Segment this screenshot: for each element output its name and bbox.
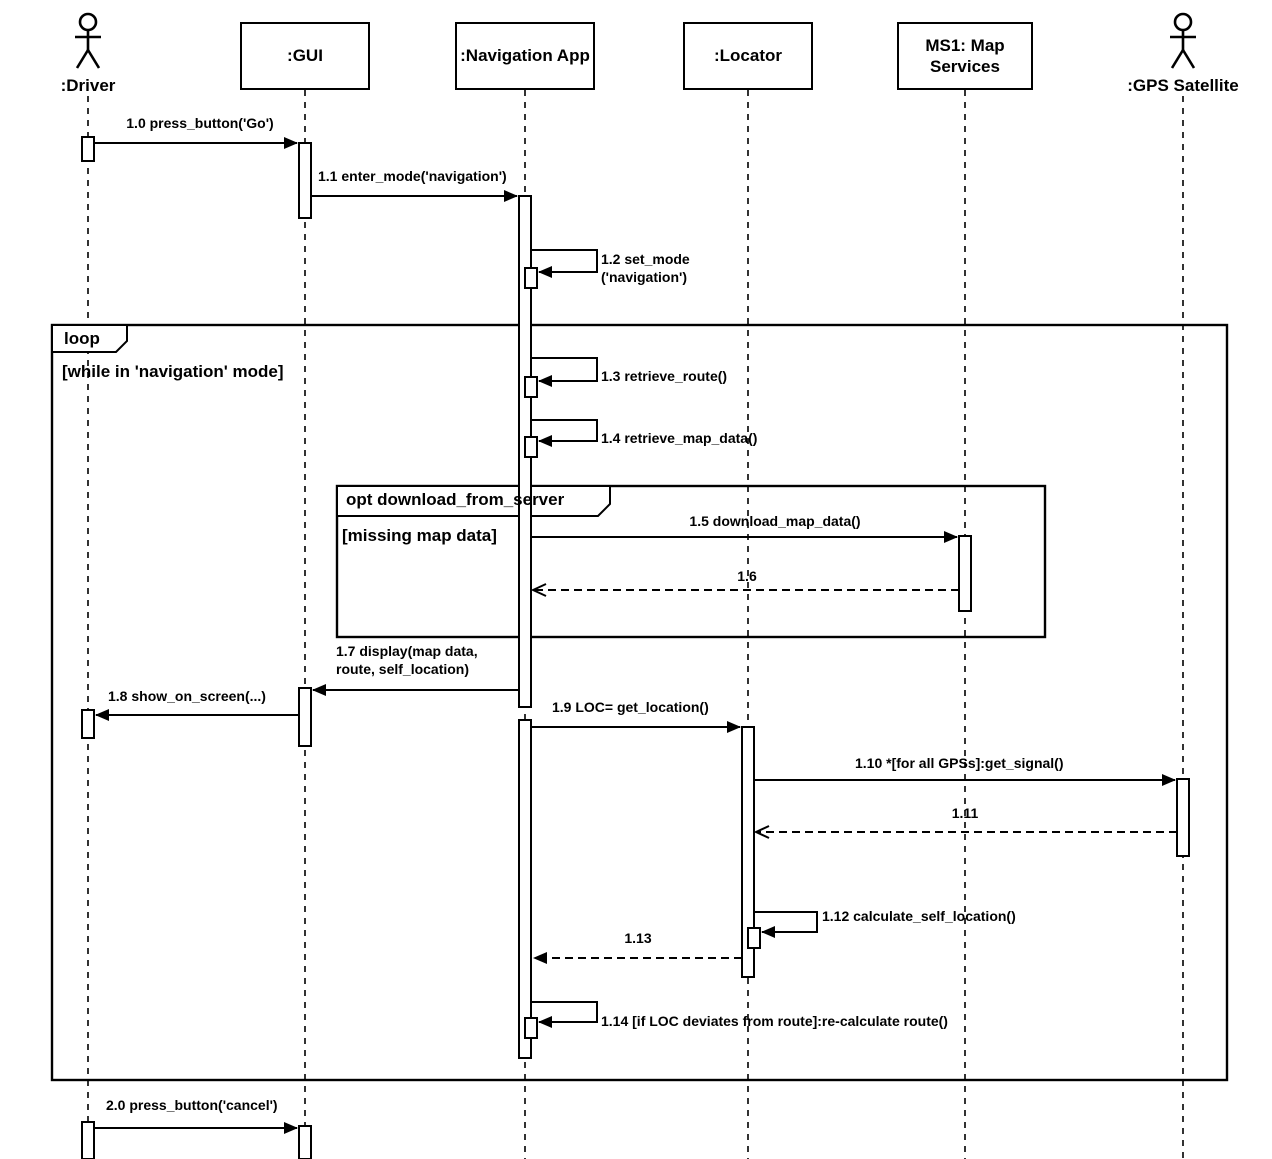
lifeline-label-gui: :GUI — [287, 46, 323, 66]
nested-activation-1-3 — [524, 376, 538, 398]
nested-activation-1-12 — [747, 927, 761, 949]
message-label-1-7-line2: route, self_location) — [336, 661, 470, 677]
lifeline-label-driver: :Driver — [60, 76, 116, 95]
loop-frame-pentagon — [51, 324, 128, 353]
activation-navigation-app-2 — [518, 719, 532, 1059]
opt-frame — [335, 484, 1047, 639]
opt-frame-pentagon — [336, 485, 611, 517]
lifeline-label-navigation-app: :Navigation App — [460, 46, 590, 66]
lifeline-head-gui: :GUI — [240, 22, 370, 90]
message-arrow-1-14 — [531, 1001, 598, 1028]
lifeline-label-map-services: MS1: Map Services — [925, 35, 1005, 76]
lifeline-label-gps-satellite: :GPS Satellite — [1127, 76, 1239, 95]
gps-satellite-actor-icon — [1170, 12, 1196, 69]
activation-gui-3 — [298, 1125, 312, 1159]
message-label-1-13: 1.13 — [624, 930, 652, 946]
activation-gps-satellite-1 — [1176, 778, 1190, 857]
activation-gui-1 — [298, 142, 312, 219]
opt-frame-operator: opt download_from_server — [346, 490, 565, 509]
message-label-1-10: 1.10 *[for all GPSs]:get_signal() — [855, 755, 1064, 771]
message-arrow-1-2 — [531, 249, 598, 278]
activation-locator-1 — [741, 726, 755, 978]
message-label-1-0: 1.0 press_button('Go') — [126, 115, 274, 131]
loop-frame-operator: loop — [64, 329, 100, 348]
nested-activation-1-4 — [524, 436, 538, 458]
message-label-1-7-line1: 1.7 display(map data, — [336, 643, 478, 659]
lifeline-head-map-services: MS1: Map Services — [897, 22, 1033, 90]
activation-driver-1 — [81, 136, 95, 162]
message-label-1-8: 1.8 show_on_screen(...) — [108, 688, 266, 704]
message-label-1-11: 1.11 — [951, 805, 979, 821]
message-label-1-6: 1.6 — [737, 568, 757, 584]
message-label-1-1: 1.1 enter_mode('navigation') — [318, 168, 507, 184]
nested-activation-1-14 — [524, 1017, 538, 1039]
opt-frame-guard: [missing map data] — [342, 526, 497, 545]
lifeline-head-navigation-app: :Navigation App — [455, 22, 595, 90]
lifeline-label-locator: :Locator — [714, 46, 782, 66]
message-arrow-1-3 — [531, 357, 598, 387]
activation-map-services-1 — [958, 535, 972, 612]
activation-gui-2 — [298, 687, 312, 747]
message-label-1-12: 1.12 calculate_self_location() — [822, 908, 1016, 924]
activation-driver-2 — [81, 709, 95, 739]
message-label-1-14: 1.14 [if LOC deviates from route]:re-cal… — [601, 1013, 948, 1029]
loop-frame — [50, 323, 1229, 1082]
message-label-1-2-line1: 1.2 set_mode — [601, 251, 690, 267]
message-arrow-1-4 — [531, 419, 598, 447]
activation-driver-3 — [81, 1121, 95, 1159]
message-label-1-9: 1.9 LOC= get_location() — [552, 699, 709, 715]
lifeline-head-locator: :Locator — [683, 22, 813, 90]
message-label-1-3: 1.3 retrieve_route() — [601, 368, 728, 384]
message-label-1-2-line2: ('navigation') — [601, 269, 687, 285]
message-arrow-1-12 — [754, 911, 818, 938]
nested-activation-1-2 — [524, 267, 538, 289]
driver-actor-icon — [75, 12, 101, 69]
loop-frame-guard: [while in 'navigation' mode] — [62, 362, 284, 381]
message-label-1-5: 1.5 download_map_data() — [689, 513, 861, 529]
message-label-2-0: 2.0 press_button('cancel') — [106, 1097, 278, 1113]
message-label-1-4: 1.4 retrieve_map_data() — [601, 430, 758, 446]
